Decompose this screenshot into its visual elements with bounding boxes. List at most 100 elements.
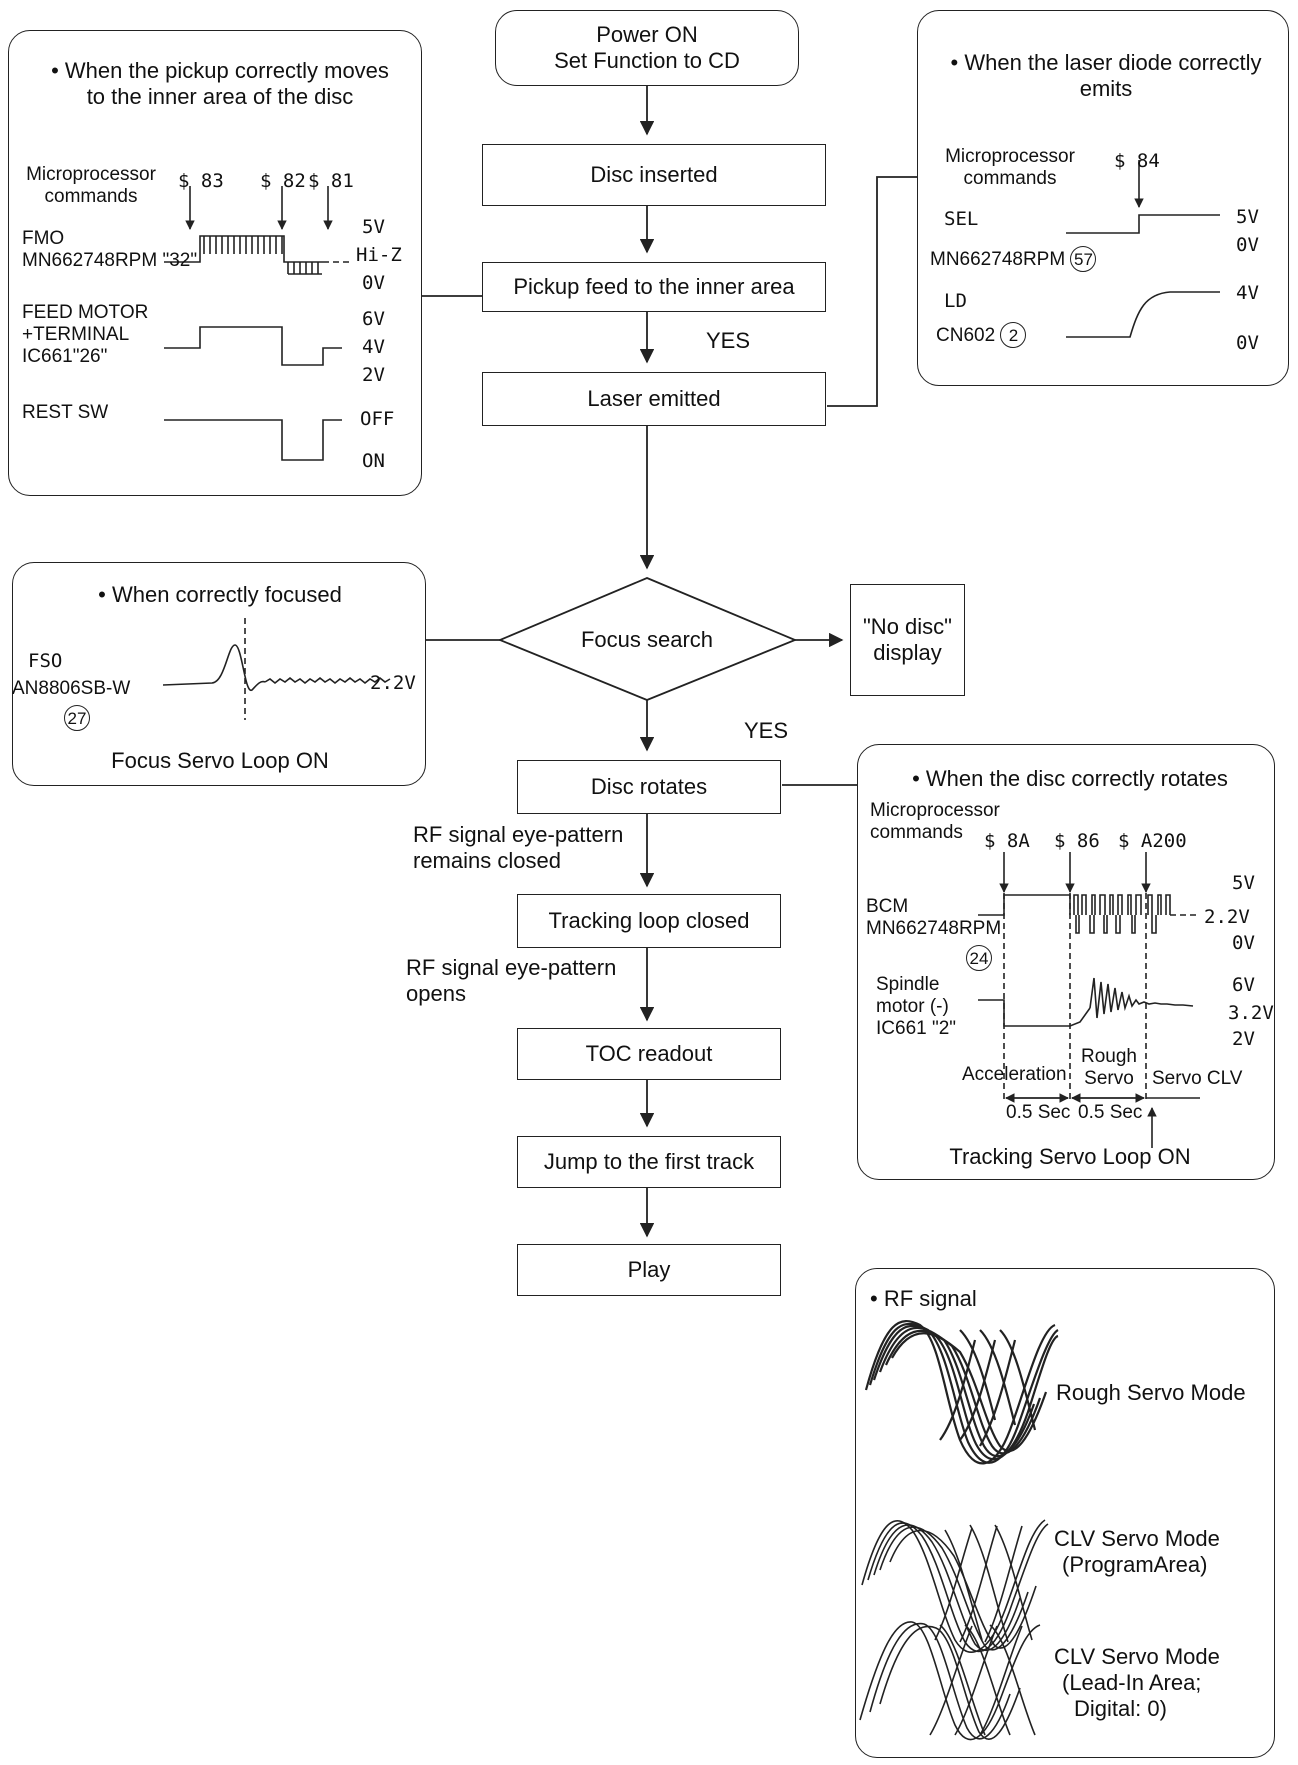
an-pin: 27 (64, 705, 90, 731)
tracking-closed-label: Tracking loop closed (548, 908, 750, 933)
disc-rotates-label: Disc rotates (590, 774, 708, 799)
phase-rough-line-2: Servo (1084, 1068, 1134, 1089)
disc-inserted-label: Disc inserted (590, 162, 718, 187)
rf-opens-line-1: RF signal eye-pattern (406, 955, 617, 980)
start-box: Power ON Set Function to CD (495, 10, 799, 86)
laser-micro-line-1: Microprocessor (945, 146, 1075, 167)
laser-title-line-2: emits (1079, 76, 1133, 101)
an-pin-wrap: 27 (64, 704, 90, 731)
tracking-closed-box: Tracking loop closed (517, 894, 781, 948)
toc-label: TOC readout (585, 1041, 713, 1066)
rf-clv-leadin-line-2: (Lead-In Area; (1062, 1670, 1202, 1695)
bcm-level-0v: 0V (1232, 932, 1255, 954)
rf-panel-title: • RF signal (870, 1286, 977, 1311)
laser-emitted-box: Laser emitted (482, 372, 826, 426)
jump-label: Jump to the first track (543, 1149, 755, 1174)
focus-panel (12, 562, 426, 786)
ld-label: LD (944, 290, 967, 312)
laser-title-line-1: • When the laser diode correctly (950, 50, 1262, 75)
fmo-level-0v: 0V (362, 272, 385, 294)
feed-line-3: IC661"26" (22, 346, 108, 367)
pickup-panel-title: • When the pickup correctly moves to the… (20, 58, 420, 110)
spindle-level-2v: 2V (1232, 1028, 1255, 1050)
laser-cn-pin: 2 (1000, 322, 1027, 348)
rf-clv-leadin-line-3: Digital: 0) (1074, 1696, 1167, 1721)
play-label: Play (627, 1257, 671, 1282)
time-label-1: 0.5 Sec (1006, 1102, 1071, 1123)
laser-micro-line-2: commands (963, 168, 1057, 189)
focus-panel-title: • When correctly focused (98, 582, 342, 607)
cmd-81: $ 81 (308, 170, 354, 192)
spindle-line-2: motor (-) (876, 996, 949, 1017)
focus-search-label: Focus search (580, 627, 714, 652)
fmo-label: FMO MN662748RPM "32" (22, 228, 197, 272)
cmd-84: $ 84 (1114, 150, 1160, 172)
laser-mn-text: MN662748RPM (930, 249, 1066, 270)
bcm-line-2: MN662748RPM (866, 918, 1002, 939)
rotate-micro-line-1: Microprocessor (870, 800, 1000, 821)
spindle-level-6v: 6V (1232, 974, 1255, 996)
rf-eye-patterns (859, 1320, 1059, 1741)
sel-label: SEL (944, 208, 979, 230)
fmo-line-2: MN662748RPM "32" (22, 250, 198, 271)
start-line-1: Power ON (596, 22, 698, 47)
feed-line-2: +TERMINAL (22, 324, 130, 345)
laser-micro-label: Microprocessor commands (935, 146, 1085, 190)
laser-mn-label: MN662748RPM 57 (930, 246, 1097, 272)
pickup-waveforms (164, 186, 352, 461)
start-line-2: Set Function to CD (554, 48, 740, 73)
yes-label-2: YES (744, 718, 789, 743)
phase-rough-line-1: Rough (1081, 1046, 1137, 1067)
no-disc-line-1: "No disc" (863, 614, 952, 639)
phase-servo-clv: Servo CLV (1152, 1068, 1243, 1089)
pickup-feed-box: Pickup feed to the inner area (482, 262, 826, 312)
rotate-micro-label: Microprocessor commands (870, 800, 1000, 844)
disc-rotates-box: Disc rotates (517, 760, 781, 814)
feed-motor-label: FEED MOTOR +TERMINAL IC661"26" (22, 302, 148, 368)
rest-sw-label: REST SW (22, 402, 109, 423)
cmd-83: $ 83 (178, 170, 224, 192)
rotate-micro-line-2: commands (870, 822, 963, 843)
ld-level-4v: 4V (1236, 282, 1259, 304)
connector-laser-laser-panel (827, 176, 917, 407)
jump-box: Jump to the first track (517, 1136, 781, 1188)
laser-cn-text: CN602 (936, 325, 996, 346)
fmo-level-hiz: Hi-Z (356, 244, 402, 266)
bcm-line-1: BCM (866, 896, 909, 917)
time-label-2: 0.5 Sec (1078, 1102, 1143, 1123)
bcm-level-5v: 5V (1232, 872, 1255, 894)
sel-level-5v: 5V (1236, 206, 1259, 228)
rest-level-on: ON (362, 450, 385, 472)
laser-mn-pin: 57 (1070, 246, 1097, 272)
bcm-label: BCM MN662748RPM (866, 896, 1001, 940)
focus-level-2v: 2.2V (370, 672, 416, 694)
cmd-8a: $ 8A (984, 830, 1030, 852)
spindle-line-3: IC661 "2" (876, 1018, 957, 1039)
laser-cn-label: CN602 2 (936, 322, 1027, 348)
pickup-title-line-2: to the inner area of the disc (86, 84, 354, 109)
laser-waveforms (1066, 160, 1220, 338)
phase-acceleration: Acceleration (962, 1064, 1067, 1085)
bcm-level-22v: 2.2V (1204, 906, 1250, 928)
feed-level-2v: 2V (362, 364, 385, 386)
sel-level-0v: 0V (1236, 234, 1259, 256)
disc-inserted-box: Disc inserted (482, 144, 826, 206)
toc-box: TOC readout (517, 1028, 781, 1080)
focus-panel-footer: Focus Servo Loop ON (111, 748, 329, 773)
yes-label-1: YES (706, 328, 751, 353)
rf-clv-program-label: CLV Servo Mode (ProgramArea) (1054, 1526, 1220, 1578)
pickup-micro-line-2: commands (44, 186, 138, 207)
spindle-line-1: Spindle (876, 974, 940, 995)
no-disc-box: "No disc" display (850, 584, 965, 696)
rf-rough-label: Rough Servo Mode (1056, 1380, 1246, 1405)
bcm-pin: 24 (966, 945, 992, 971)
bcm-pin-wrap: 24 (966, 944, 992, 971)
rf-panel (855, 1268, 1275, 1758)
spindle-level-32v: 3.2V (1228, 1002, 1274, 1024)
laser-panel (917, 10, 1289, 386)
rotate-panel-title: • When the disc correctly rotates (912, 766, 1228, 791)
cmd-a200: $ A200 (1118, 830, 1187, 852)
laser-panel-title: • When the laser diode correctly emits (926, 50, 1286, 102)
spindle-label: Spindle motor (-) IC661 "2" (876, 974, 956, 1040)
